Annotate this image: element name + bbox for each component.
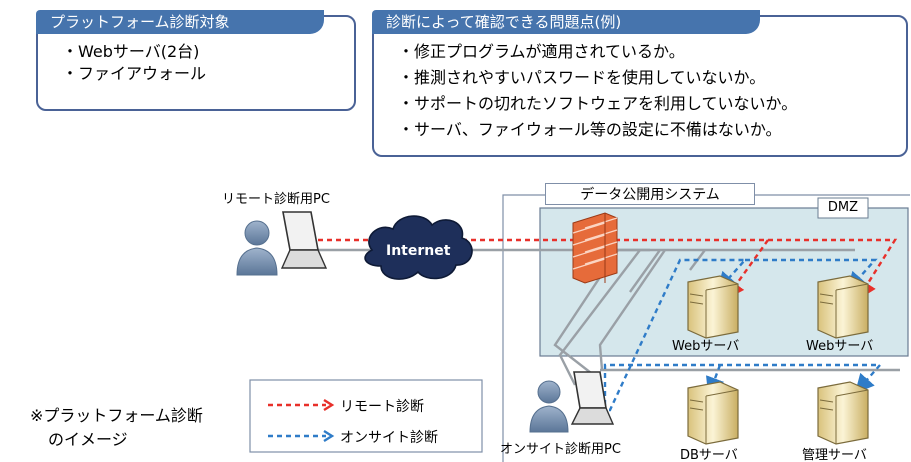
firewall-icon bbox=[572, 212, 618, 284]
issue-item: ・サポートの切れたソフトウェアを利用していないか。 bbox=[398, 94, 798, 113]
issues-box-title: 診断によって確認できる問題点(例) bbox=[372, 10, 760, 34]
scope-item: ・Webサーバ(2台) bbox=[62, 42, 200, 61]
issue-item: ・推測されやすいパスワードを使用していないか。 bbox=[398, 68, 766, 87]
system-label: データ公開用システム bbox=[545, 183, 755, 205]
caption-line-1: ※プラットフォーム診断 bbox=[30, 406, 203, 425]
legend-remote-line bbox=[268, 398, 335, 412]
dmz-label: DMZ bbox=[827, 200, 859, 215]
internet-cloud-icon bbox=[364, 215, 473, 280]
db-server-icon bbox=[687, 381, 739, 445]
legend-box bbox=[249, 379, 483, 453]
mgmt-server-icon bbox=[817, 381, 869, 445]
remote-pc-icon bbox=[236, 211, 328, 276]
web-server-2-label: Webサーバ bbox=[806, 339, 874, 354]
scope-item: ・ファイアウォール bbox=[62, 64, 207, 83]
remote-pc-label: リモート診断用PC bbox=[222, 192, 330, 207]
internet-label: Internet bbox=[386, 243, 451, 259]
onsite-pc-label: オンサイト診断用PC bbox=[500, 442, 621, 457]
network-links bbox=[315, 248, 900, 386]
web-server-1-icon bbox=[687, 275, 739, 339]
dmz-label-box bbox=[817, 197, 869, 219]
web-server-1-label: Webサーバ bbox=[672, 339, 740, 354]
system-frame bbox=[502, 194, 910, 462]
legend-onsite-label: オンサイト診断 bbox=[340, 430, 438, 446]
db-server-label: DBサーバ bbox=[680, 448, 738, 462]
onsite-path bbox=[600, 258, 883, 412]
issue-item: ・修正プログラムが適用されているか。 bbox=[398, 42, 685, 61]
scope-box-title: プラットフォーム診断対象 bbox=[36, 10, 324, 34]
issues-box: ・修正プログラムが適用されているか。 ・推測されやすいパスワードを使用していない… bbox=[372, 15, 908, 157]
mgmt-server-label: 管理サーバ bbox=[802, 448, 867, 462]
issues-list: ・修正プログラムが適用されているか。 ・推測されやすいパスワードを使用していない… bbox=[398, 39, 797, 143]
caption-line-2: のイメージ bbox=[48, 430, 128, 449]
issue-item: ・サーバ、ファイウォール等の設定に不備はないか。 bbox=[398, 120, 782, 139]
web-server-2-icon bbox=[817, 275, 869, 339]
legend-remote-label: リモート診断 bbox=[340, 399, 424, 415]
onsite-pc-icon bbox=[529, 371, 615, 433]
legend-onsite-line bbox=[268, 429, 335, 443]
scope-list: ・Webサーバ(2台) ・ファイアウォール bbox=[62, 41, 206, 85]
